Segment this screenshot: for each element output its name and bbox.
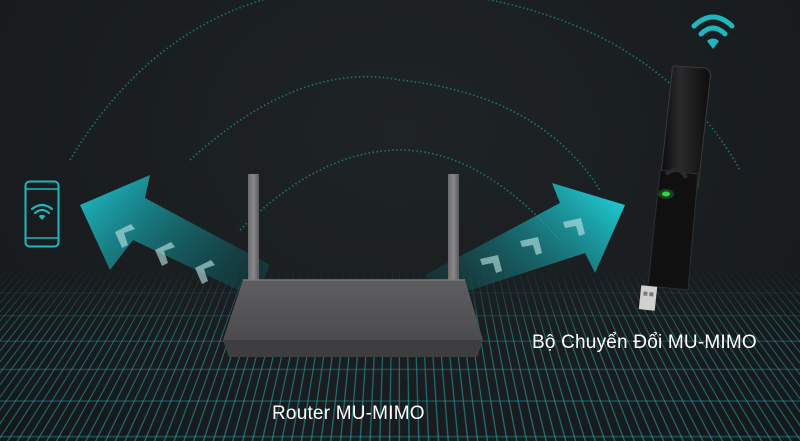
arrow-right-up-icon bbox=[425, 183, 625, 297]
adapter-label: Bộ Chuyển Đổi MU-MIMO bbox=[532, 332, 757, 353]
smartphone-wifi-icon bbox=[24, 180, 60, 248]
router-image bbox=[223, 174, 483, 357]
arrow-left-up-icon bbox=[80, 175, 270, 298]
usb-adapter-image bbox=[638, 65, 711, 311]
router-label: Router MU-MIMO bbox=[272, 403, 425, 424]
wifi-signal-icon bbox=[691, 14, 735, 49]
